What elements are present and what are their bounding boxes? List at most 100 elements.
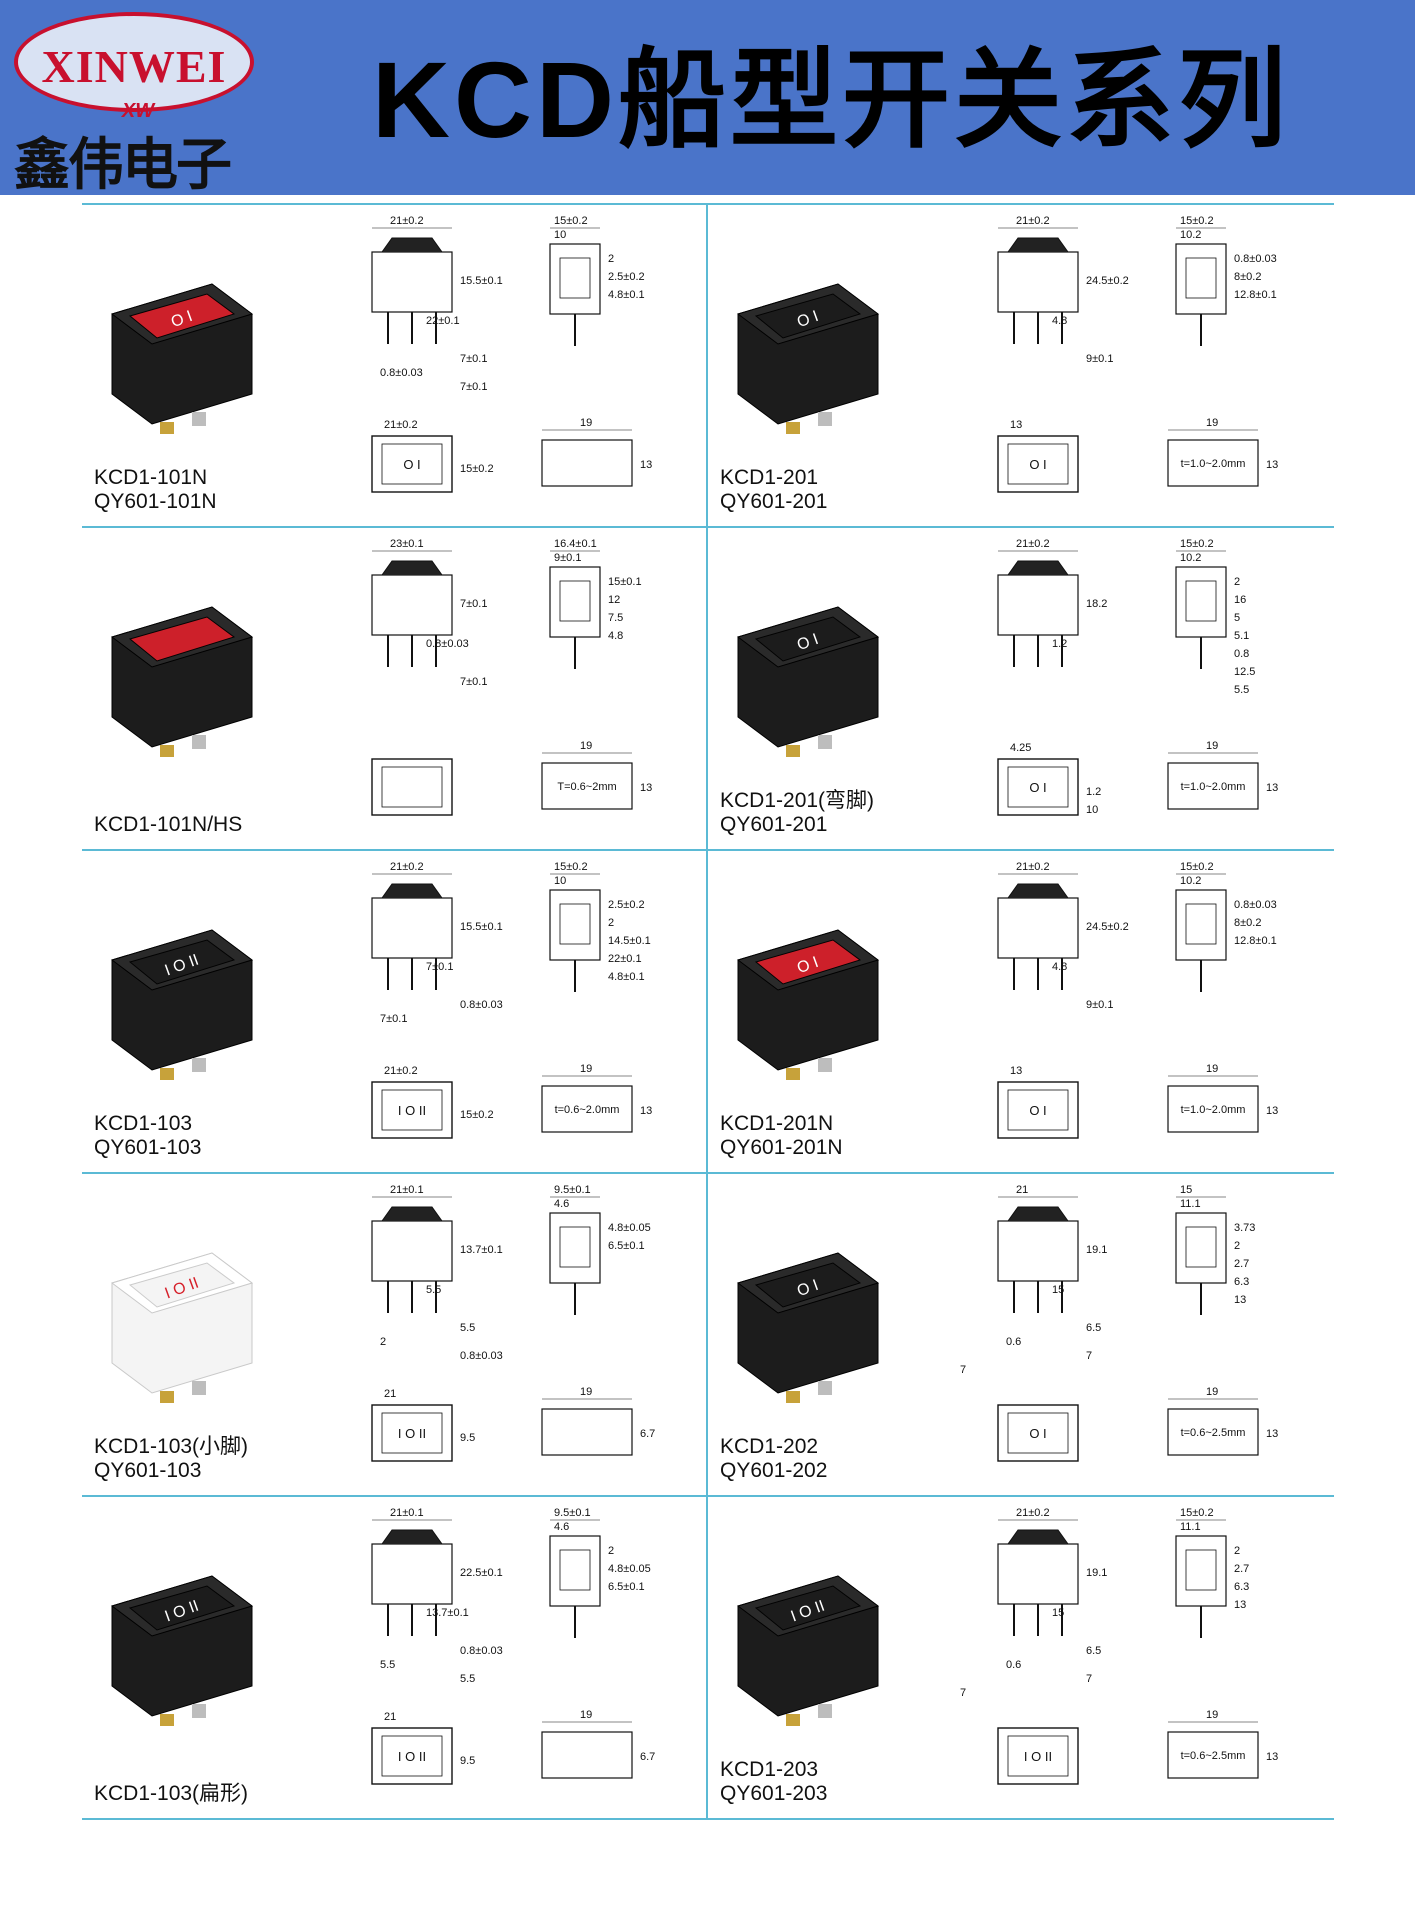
switch-rocker bbox=[754, 939, 862, 985]
panel-dimension-text: 15±0.2 bbox=[460, 463, 494, 475]
side-dimension-text: 2 bbox=[1234, 576, 1240, 588]
front-body-outline bbox=[371, 574, 453, 636]
panel-view: O I21±0.215±0.2 bbox=[371, 419, 494, 493]
side-dimension-text: 11.1 bbox=[1180, 1521, 1201, 1533]
panel-outline bbox=[371, 1727, 453, 1785]
switch-photo-icon: I O II bbox=[110, 1575, 254, 1726]
side-dimension-text: 4.8±0.1 bbox=[608, 289, 645, 301]
panel-inner-outline bbox=[1007, 443, 1069, 485]
front-dimension-text: 0.8±0.03 bbox=[426, 638, 469, 650]
switch-terminal bbox=[786, 422, 800, 434]
front-dimension-text: 21±0.1 bbox=[390, 1507, 424, 1519]
panel-outline bbox=[997, 758, 1079, 816]
front-view: 21±0.215.5±0.17±0.10.8±0.037±0.1 bbox=[371, 861, 503, 1025]
logo-text-xw: XW bbox=[121, 100, 155, 122]
side-dimension-text: 10.2 bbox=[1180, 552, 1201, 564]
switch-terminal bbox=[818, 1058, 832, 1072]
front-dimension-text: 7 bbox=[1086, 1673, 1092, 1685]
side-dimension-text: 5 bbox=[1234, 612, 1240, 624]
cutout-outline bbox=[541, 1731, 633, 1779]
panel-outline bbox=[371, 758, 453, 816]
panel-symbols-text: O I bbox=[1029, 1103, 1046, 1118]
front-dimension-text: 6.5 bbox=[1086, 1645, 1101, 1657]
front-view: 21±0.122.5±0.113.7±0.10.8±0.035.55.5 bbox=[371, 1507, 503, 1685]
side-inner-outline bbox=[1185, 903, 1217, 945]
side-dimension-text: 10.2 bbox=[1180, 875, 1201, 887]
front-body-outline bbox=[997, 897, 1079, 959]
cutout-width-text: 19 bbox=[1206, 1709, 1218, 1721]
panel-dimension-text: 21±0.2 bbox=[384, 1065, 418, 1077]
front-rocker-outline bbox=[381, 237, 443, 253]
front-dimension-text: 18.2 bbox=[1086, 598, 1107, 610]
switch-terminal bbox=[192, 412, 206, 426]
side-view: 15±0.210.20.8±0.038±0.212.8±0.1 bbox=[1175, 861, 1277, 992]
side-dimension-text: 5.5 bbox=[1234, 684, 1249, 696]
cutout-height-text: 13 bbox=[1266, 459, 1278, 471]
cutout-height-text: 13 bbox=[640, 459, 652, 471]
front-view: 21±0.224.5±0.24.89±0.1 bbox=[997, 215, 1129, 365]
switch-rocker bbox=[754, 1262, 862, 1308]
front-dimension-text: 21±0.2 bbox=[1016, 861, 1050, 873]
front-rocker-outline bbox=[381, 1206, 443, 1222]
cutout-outline bbox=[541, 1085, 633, 1133]
side-dimension-text: 15±0.2 bbox=[554, 215, 588, 227]
front-view: 23±0.17±0.10.8±0.037±0.1 bbox=[371, 538, 487, 688]
panel-symbols-text: I O II bbox=[398, 1426, 426, 1441]
front-dimension-text: 13.7±0.1 bbox=[426, 1607, 469, 1619]
switch-terminal bbox=[160, 1391, 174, 1403]
side-dimension-text: 2 bbox=[1234, 1545, 1240, 1557]
side-body-outline bbox=[1175, 889, 1227, 961]
front-dimension-text: 6.5 bbox=[1086, 1322, 1101, 1334]
divider-top bbox=[82, 203, 1334, 205]
rocker-symbols-text: O I bbox=[795, 308, 821, 331]
model-number: KCD1-201(弯脚) bbox=[720, 789, 875, 812]
cutout-width-text: 19 bbox=[580, 417, 592, 429]
front-rocker-outline bbox=[1007, 237, 1069, 253]
side-dimension-text: 4.8±0.1 bbox=[608, 971, 645, 983]
cutout-height-text: 13 bbox=[640, 782, 652, 794]
panel-outline bbox=[997, 1727, 1079, 1785]
drawing-canvas: 21±0.215.5±0.17±0.10.8±0.037±0.115±0.210… bbox=[371, 861, 652, 1139]
side-dimension-text: 2.5±0.2 bbox=[608, 271, 645, 283]
panel-dimension-text: 13 bbox=[1010, 1065, 1022, 1077]
panel-inner-outline bbox=[381, 1735, 443, 1777]
panel-dimension-text: 21±0.2 bbox=[384, 419, 418, 431]
switch-photo-icon: I O II bbox=[110, 929, 254, 1080]
front-dimension-text: 22±0.1 bbox=[426, 315, 460, 327]
panel-symbols-text: O I bbox=[1029, 780, 1046, 795]
cutout-width-text: 19 bbox=[580, 1063, 592, 1075]
front-dimension-text: 1.2 bbox=[1052, 638, 1067, 650]
rocker-symbols-text: O I bbox=[795, 631, 821, 654]
drawing-canvas: 21±0.224.5±0.24.89±0.115±0.210.20.8±0.03… bbox=[997, 215, 1278, 493]
cutout-thickness-text: t=1.0~2.0mm bbox=[1181, 458, 1246, 470]
front-dimension-text: 21 bbox=[1016, 1184, 1028, 1196]
side-dimension-text: 6.3 bbox=[1234, 1581, 1249, 1593]
side-view: 9.5±0.14.64.8±0.056.5±0.1 bbox=[549, 1184, 651, 1315]
front-dimension-text: 15.5±0.1 bbox=[460, 275, 503, 287]
side-dimension-text: 5.1 bbox=[1234, 630, 1249, 642]
side-body-outline bbox=[549, 889, 601, 961]
drawing-canvas: 21±0.219.1156.50.67715±0.211.122.76.313I… bbox=[960, 1507, 1278, 1785]
side-dimension-text: 8±0.2 bbox=[1234, 917, 1261, 929]
side-dimension-text: 2 bbox=[608, 1545, 614, 1557]
panel-dimension-text: 13 bbox=[1010, 419, 1022, 431]
front-body-outline bbox=[997, 1543, 1079, 1605]
model-number: KCD1-201 bbox=[720, 466, 819, 489]
switch-terminal bbox=[818, 412, 832, 426]
side-body-outline bbox=[549, 243, 601, 315]
side-dimension-text: 0.8±0.03 bbox=[1234, 253, 1277, 265]
model-number: QY601-103 bbox=[94, 1459, 202, 1482]
panel-inner-outline bbox=[381, 443, 443, 485]
